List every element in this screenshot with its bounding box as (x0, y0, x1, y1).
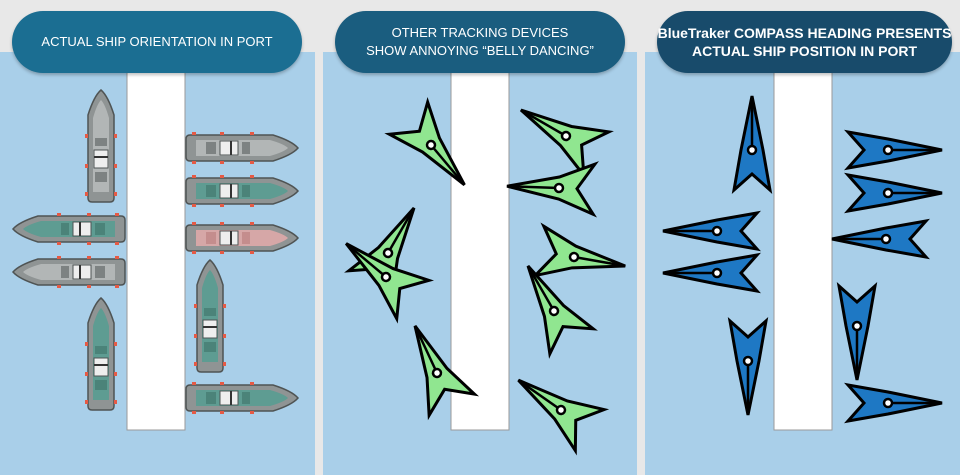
title-line: SHOW ANNOYING “BELLY DANCING” (366, 43, 594, 58)
title-line: ACTUAL SHIP ORIENTATION IN PORT (41, 34, 273, 49)
panel-3-scene (645, 52, 960, 475)
panel-other-devices: OTHER TRACKING DEVICES SHOW ANNOYING “BE… (323, 0, 637, 475)
title-line: BlueTraker COMPASS HEADING PRESENTS (657, 25, 952, 41)
panel-bluetraker: BlueTraker COMPASS HEADING PRESENTS ACTU… (645, 0, 960, 475)
panel-2-title: OTHER TRACKING DEVICES SHOW ANNOYING “BE… (335, 11, 625, 73)
panel-3-title: BlueTraker COMPASS HEADING PRESENTS ACTU… (657, 11, 952, 73)
pier (450, 71, 510, 431)
title-line: OTHER TRACKING DEVICES (391, 25, 569, 40)
panel-1-scene (0, 52, 315, 475)
pier (773, 71, 833, 431)
panel-actual-orientation: ACTUAL SHIP ORIENTATION IN PORT (0, 0, 315, 475)
panel-2-scene (323, 52, 637, 475)
title-line: ACTUAL SHIP POSITION IN PORT (691, 43, 918, 59)
panel-1-title: ACTUAL SHIP ORIENTATION IN PORT (12, 11, 302, 73)
pier (126, 71, 186, 431)
